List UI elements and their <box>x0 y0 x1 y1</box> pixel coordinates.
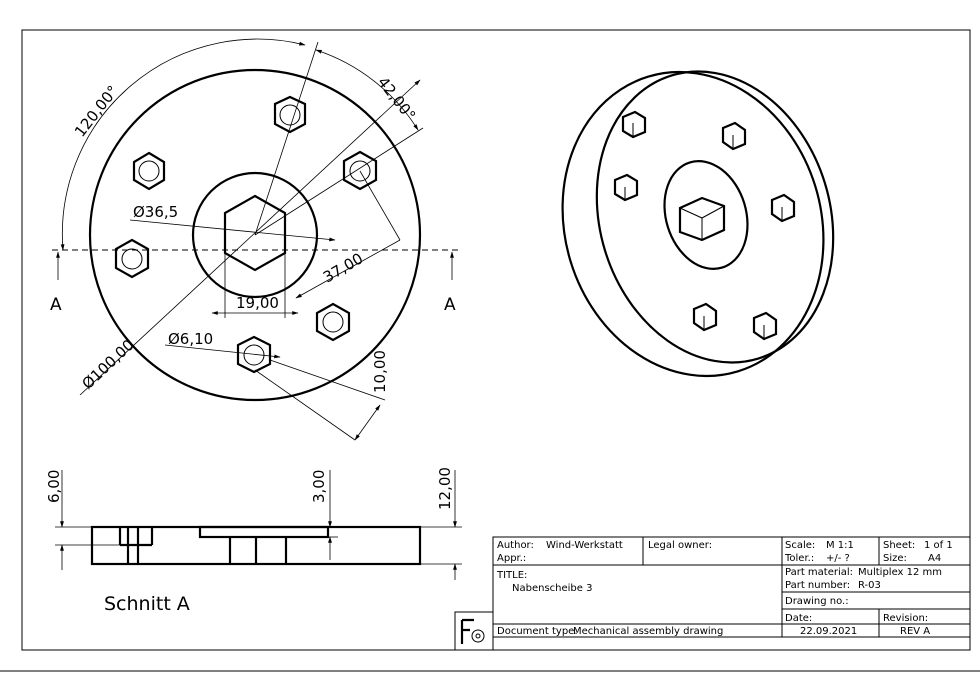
title-block: Author: Wind-Werkstatt Appr.: Legal owne… <box>454 536 971 651</box>
section-view: 6,00 3,00 12,00 Schnitt A <box>45 467 462 615</box>
appr-label: Appr.: <box>497 553 526 564</box>
dim-line-6-10 <box>164 344 281 359</box>
bolt-hex-5 <box>315 302 351 342</box>
section-marker-left: A <box>50 295 62 315</box>
doc-type-label: Document type: <box>497 626 578 637</box>
dim-text-36-5: Ø36,5 <box>133 203 178 221</box>
dim-line-37 <box>295 239 401 299</box>
ext-10-b <box>254 369 356 441</box>
dim-text-6: 6,00 <box>45 470 63 503</box>
date-label: Date: <box>785 613 812 624</box>
author-value: Wind-Werkstatt <box>546 540 623 551</box>
author-label: Author: <box>497 540 534 551</box>
dim-text-10: 10,00 <box>371 350 389 393</box>
dim-text-100: Ø100,00 <box>78 336 137 393</box>
bolt-hex-4 <box>114 238 150 279</box>
iso-back-ellipse <box>561 70 825 378</box>
sheet-value: 1 of 1 <box>924 540 953 551</box>
dim-text-6-10: Ø6,10 <box>168 330 213 348</box>
date-value: 22.09.2021 <box>800 626 857 637</box>
freecad-gear-icon <box>460 618 485 644</box>
part-number-value: R-03 <box>858 580 881 591</box>
material-value: Multiplex 12 mm <box>858 567 942 578</box>
material-label: Part material: <box>785 567 853 578</box>
dim-line-10 <box>354 404 381 441</box>
arc-120 <box>60 38 306 251</box>
dim-line-36-5 <box>129 219 336 242</box>
legal-owner-label: Legal owner: <box>648 540 712 551</box>
iso-hex-boss <box>678 196 726 242</box>
doc-type-value: Mechanical assembly drawing <box>573 626 723 637</box>
section-marker-right: A <box>444 295 456 315</box>
iso-bolt-5 <box>692 302 718 332</box>
iso-bolt-3 <box>613 173 639 202</box>
dim-text-19: 19,00 <box>236 294 279 312</box>
dim-text-12: 12,00 <box>436 467 454 510</box>
bolt-hex-3 <box>342 150 378 191</box>
drawing-no-label: Drawing no.: <box>785 596 849 607</box>
isometric-view <box>561 70 835 378</box>
ext-10-a <box>269 359 386 401</box>
scale-value: M 1:1 <box>826 540 854 551</box>
dim-text-37: 37,00 <box>320 249 366 286</box>
dim-line-37-ext <box>359 170 401 241</box>
arc-42 <box>315 49 419 131</box>
iso-bolt-4 <box>770 193 796 223</box>
size-label: Size: <box>883 553 907 564</box>
front-view: 120,00° 42,00° Ø36,5 37,00 19,00 Ø6,10 Ø… <box>50 38 458 441</box>
iso-hub-ellipse <box>663 160 749 270</box>
part-number-label: Part number: <box>785 580 850 591</box>
size-value: A4 <box>928 553 941 564</box>
dim-line-100 <box>79 79 421 396</box>
iso-bolt-2 <box>721 121 747 151</box>
scale-label: Scale: <box>785 540 815 551</box>
sheet-label: Sheet: <box>883 540 915 551</box>
iso-front-ellipse <box>595 70 835 364</box>
title-value: Nabenscheibe 3 <box>512 583 592 594</box>
radial-line-b <box>254 127 424 236</box>
dim-text-3: 3,00 <box>310 470 328 503</box>
toler-value: +/- ? <box>826 553 850 564</box>
revision-label: Revision: <box>883 613 928 624</box>
toler-label: Toler.: <box>784 553 814 564</box>
freecad-logo-box <box>454 611 494 651</box>
section-view-label: Schnitt A <box>104 593 190 615</box>
section-pocket <box>198 525 330 539</box>
iso-bolt-6 <box>752 311 778 341</box>
dim-text-120: 120,00° <box>71 82 122 140</box>
bolt-hex-2 <box>132 151 166 191</box>
title-label: TITLE: <box>496 570 527 581</box>
iso-bolt-1 <box>621 110 647 139</box>
revision-value: REV A <box>900 626 930 637</box>
